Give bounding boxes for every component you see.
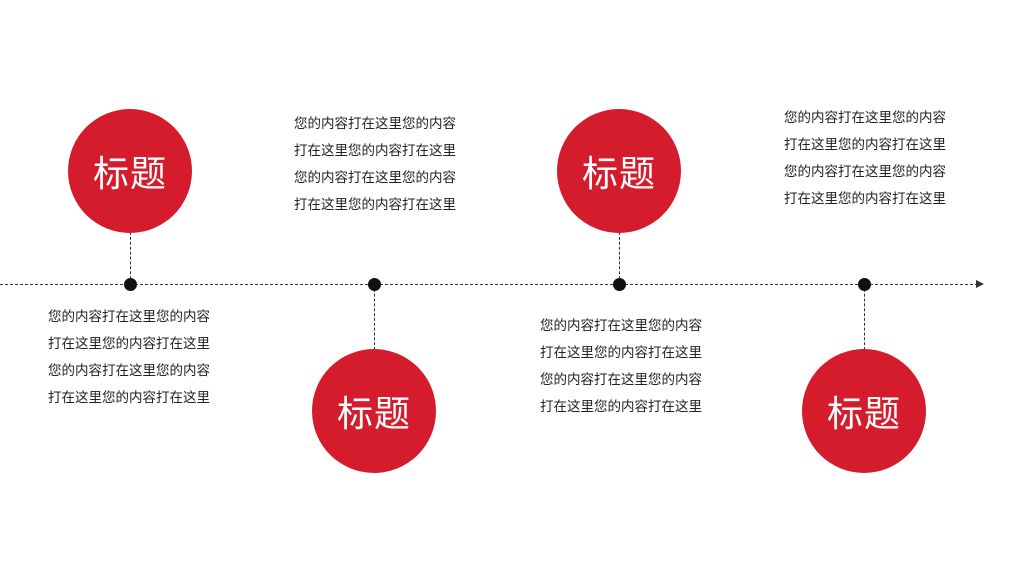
title-circle-1: 标题 [68, 109, 192, 233]
connector-3 [619, 232, 620, 284]
title-3: 标题 [581, 154, 656, 195]
timeline-dot-3 [613, 278, 626, 291]
timeline-arrow-icon [976, 280, 984, 288]
description-4: 您的内容打在这里您的内容打在这里您的内容打在这里您的内容打在这里您的内容打在这里… [784, 110, 946, 207]
description-1: 您的内容打在这里您的内容打在这里您的内容打在这里您的内容打在这里您的内容打在这里… [48, 309, 210, 406]
title-4: 标题 [826, 394, 901, 435]
description-2: 您的内容打在这里您的内容打在这里您的内容打在这里您的内容打在这里您的内容打在这里… [294, 116, 456, 213]
title-1: 标题 [92, 154, 167, 195]
description-3: 您的内容打在这里您的内容打在这里您的内容打在这里您的内容打在这里您的内容打在这里… [540, 318, 702, 415]
title-circle-2: 标题 [312, 349, 436, 473]
title-circle-3: 标题 [557, 109, 681, 233]
title-circle-4: 标题 [802, 349, 926, 473]
timeline-dot-2 [368, 278, 381, 291]
connector-1 [130, 232, 131, 284]
title-2: 标题 [336, 394, 411, 435]
timeline-axis [0, 284, 978, 285]
connector-4 [864, 284, 865, 350]
timeline-dot-1 [124, 278, 137, 291]
timeline-dot-4 [858, 278, 871, 291]
connector-2 [374, 284, 375, 350]
